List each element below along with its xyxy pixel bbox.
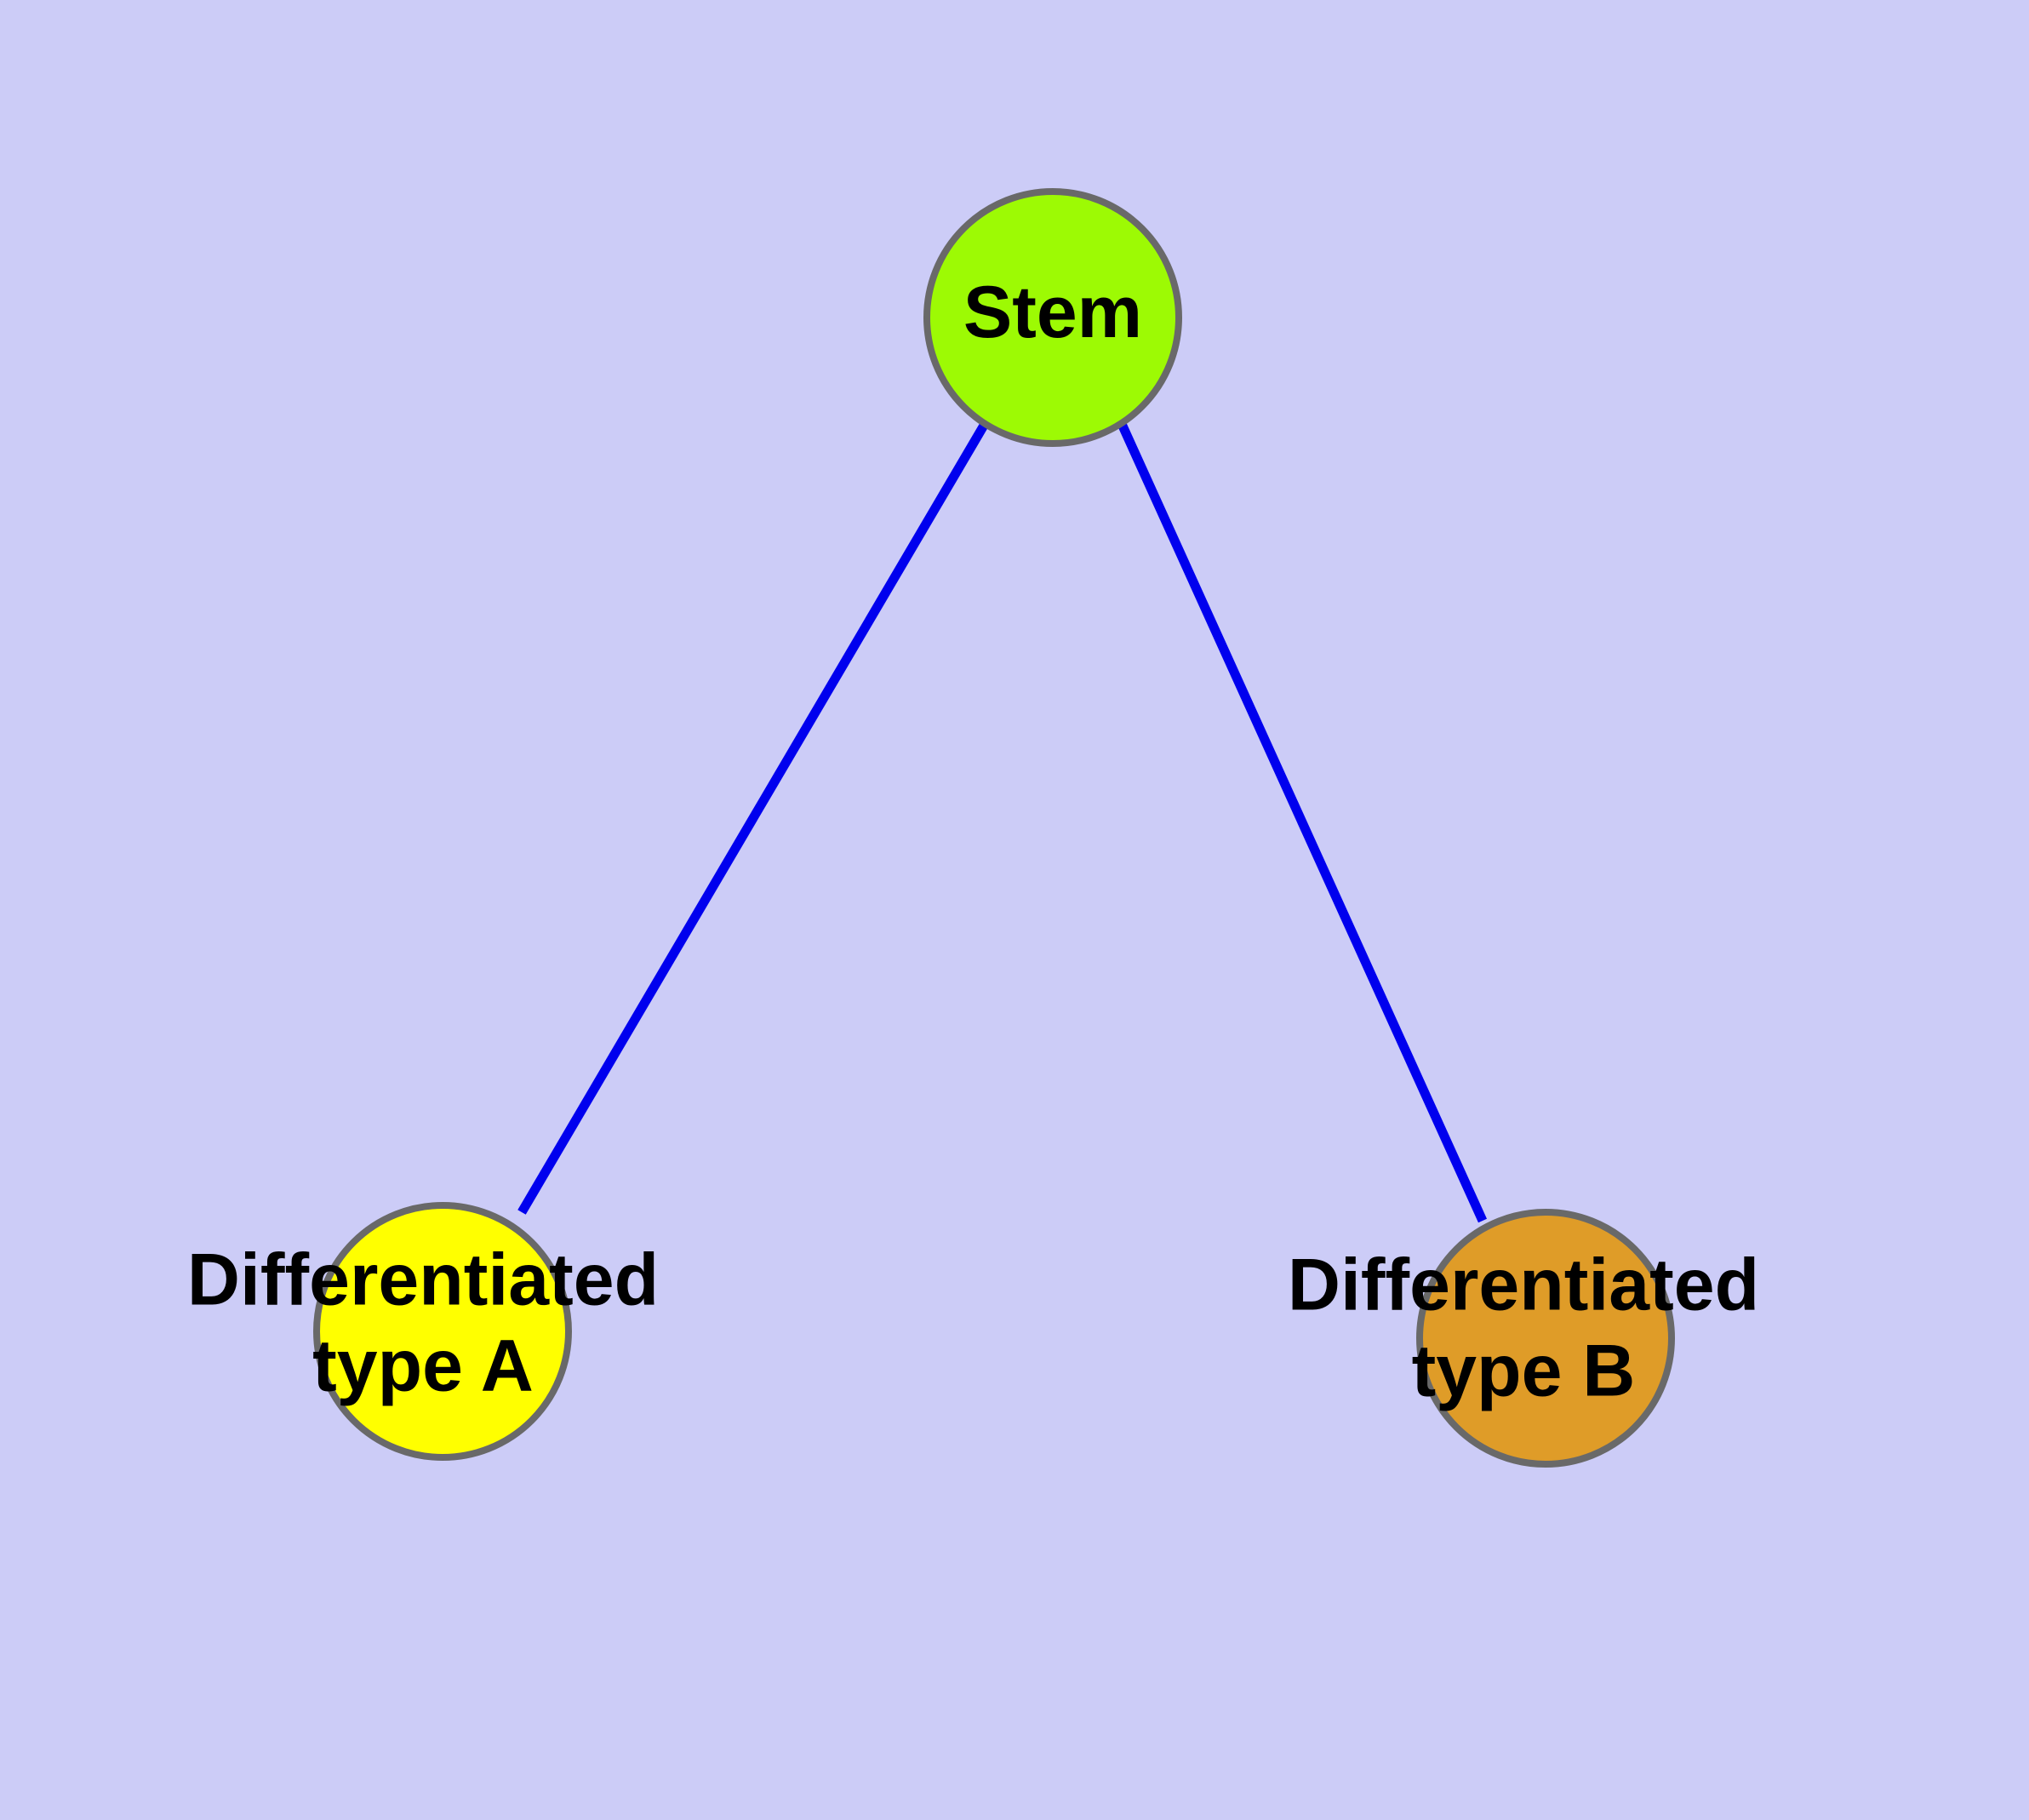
node-label-line: Differentiated [187, 1239, 659, 1320]
node-stem[interactable] [923, 188, 1182, 447]
edge-stem-to-differentiated-b[interactable] [1117, 421, 1488, 1223]
node-stem-circle[interactable] [923, 188, 1182, 447]
node-label-line: Stem [963, 272, 1142, 353]
edge-stem-to-differentiated-a[interactable] [517, 421, 989, 1215]
node-differentiated-type-b[interactable] [1416, 1209, 1675, 1468]
node-differentiated-type-b-circle[interactable] [1416, 1209, 1675, 1468]
node-label-line: type A [312, 1325, 534, 1406]
node-label-line: type B [1412, 1330, 1636, 1411]
edge-layer [517, 421, 1488, 1223]
node-stem-label: Stem [963, 272, 1142, 353]
node-differentiated-type-a[interactable] [313, 1202, 572, 1461]
node-differentiated-type-a-circle[interactable] [313, 1202, 572, 1461]
node-label-line: Differentiated [1288, 1244, 1759, 1325]
node-layer [313, 188, 1675, 1468]
